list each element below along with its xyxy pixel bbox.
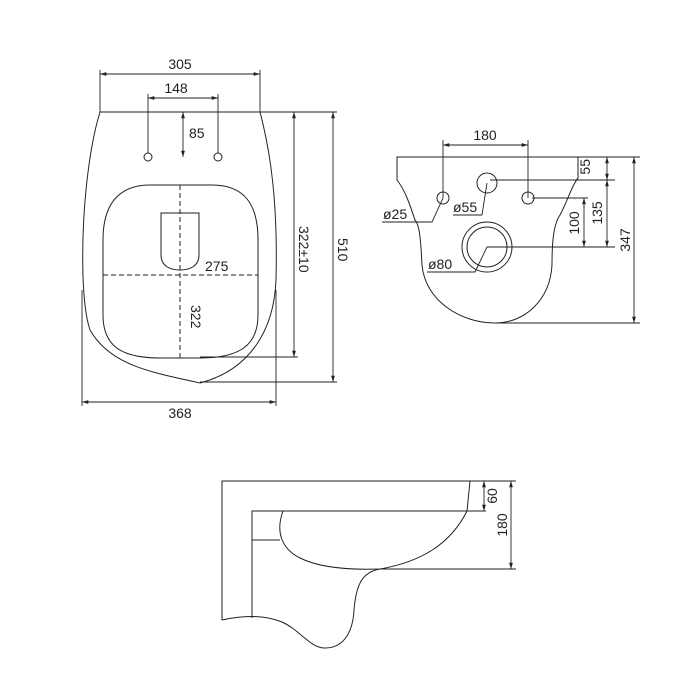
dim-275: 275 [205,258,229,274]
bowl-foot [221,568,381,649]
front-view: 180 ø25 ø55 ø80 55 135 100 347 [382,127,640,324]
top-view: 305 148 85 275 322 322±10 510 368 [81,56,351,421]
seat-hole-left [143,152,153,162]
dim-180-side: 180 [494,513,510,537]
seat-hole-right [213,152,223,162]
label-dia-25: ø25 [383,206,407,222]
dim-135: 135 [589,201,605,225]
label-dia-55: ø55 [453,199,477,215]
seat-opening [102,184,259,359]
dim-322-tolerance: 322±10 [296,226,312,273]
bowl-outline-side [221,480,486,620]
dim-510: 510 [335,238,351,262]
dim-100: 100 [566,211,582,235]
bowl-cavity [279,510,468,570]
label-dia-80: ø80 [428,256,452,272]
dim-180: 180 [473,127,497,143]
dim-368: 368 [168,405,192,421]
bowl-outline-front [396,156,579,324]
bowl-outline-top [82,111,277,384]
dim-305: 305 [168,56,192,72]
side-view: 60 180 [221,480,516,649]
dim-322: 322 [188,305,204,329]
water-inlet [476,172,498,194]
dim-85: 85 [189,125,205,141]
dim-148: 148 [164,80,188,96]
dim-347: 347 [617,228,633,252]
dim-55: 55 [577,159,593,175]
dim-60: 60 [484,488,500,504]
